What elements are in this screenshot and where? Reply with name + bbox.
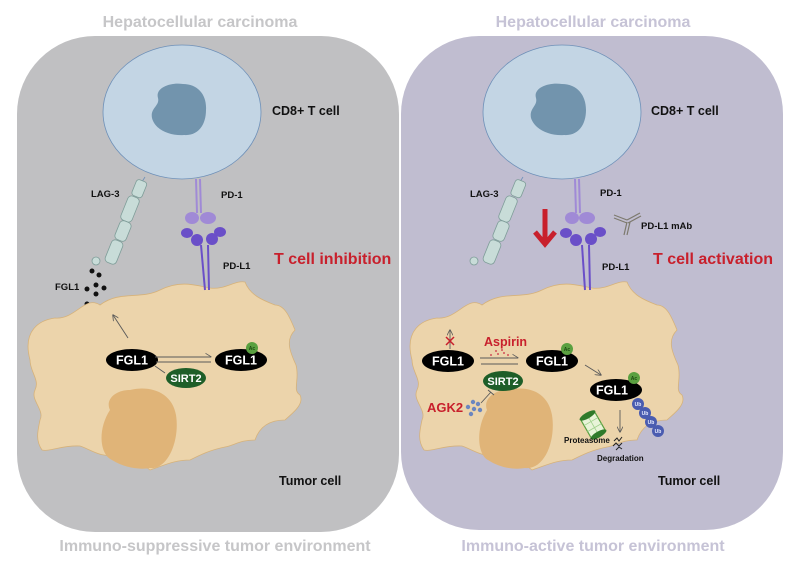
left-tumor-cell-label: Tumor cell <box>279 474 341 488</box>
right-t-cell-label: CD8+ T cell <box>651 104 719 118</box>
red-down-arrow-icon <box>533 209 557 248</box>
right-tumor-nucleus <box>479 388 553 469</box>
right-title: Hepatocellular carcinoma <box>496 14 691 31</box>
right-panel: Hepatocellular carcinoma CD8+ T cell LAG… <box>401 14 783 555</box>
left-pdl1-label: PD-L1 <box>223 261 251 272</box>
aspirin-label: Aspirin <box>484 335 527 349</box>
right-pdl1-label: PD-L1 <box>602 262 630 273</box>
right-sirt2-pill <box>483 371 523 391</box>
left-sirt2-label: SIRT2 <box>170 373 201 385</box>
right-pd1-label: PD-1 <box>600 188 622 199</box>
left-ac-badge <box>246 342 258 354</box>
ub-label: Ub <box>648 420 655 426</box>
left-lag3-label: LAG-3 <box>91 189 120 200</box>
aspirin-dots <box>490 349 509 356</box>
right-lag3-receptor <box>469 176 527 266</box>
right-lag3-label: LAG-3 <box>470 189 499 200</box>
left-t-cell-nucleus <box>151 83 207 136</box>
left-t-cell-label: CD8+ T cell <box>272 104 340 118</box>
left-fgl1-pill <box>106 349 158 371</box>
proteasome-icon <box>579 410 607 440</box>
left-ac-label: Ac <box>249 346 256 352</box>
right-footer: Immuno-active tumor environment <box>461 538 725 555</box>
right-ac-badge-2 <box>628 372 640 384</box>
agk2-molecules <box>465 399 483 417</box>
left-fgl1-ac-pill <box>215 349 267 371</box>
left-lag3-receptor <box>91 176 148 266</box>
right-ac-badge-1 <box>561 343 573 355</box>
proteasome-label: Proteasome <box>564 436 610 445</box>
ub-label: Ub <box>642 411 649 417</box>
left-secretion-arrow <box>113 315 129 339</box>
left-sirt2-pill <box>166 368 206 388</box>
left-pdl1-ligand <box>181 227 226 291</box>
blocked-secretion-arrow <box>445 330 455 349</box>
left-pd1-receptor <box>185 178 216 224</box>
left-fgl1-label: FGL1 <box>116 354 148 368</box>
left-outcome-label: T cell inhibition <box>274 251 391 268</box>
right-pdl1-ligand <box>560 227 606 291</box>
right-ac-label-2: Ac <box>631 376 638 382</box>
pdl1-antibody-icon <box>613 212 642 236</box>
right-fgl1-ub-pill <box>590 379 642 401</box>
ubiquitin-chain: Ub Ub Ub Ub <box>632 398 664 437</box>
degradation-label: Degradation <box>597 454 644 463</box>
ubiquitination-arrow <box>584 364 601 375</box>
agk2-inhibition <box>480 389 495 404</box>
left-sirt2-arrow <box>154 365 166 374</box>
degraded-fragments-icon <box>612 436 623 451</box>
right-ac-label-1: Ac <box>564 347 571 353</box>
right-antibody-label: PD-L1 mAb <box>641 221 692 232</box>
left-pd1-label: PD-1 <box>221 190 243 201</box>
right-tumor-cell-label: Tumor cell <box>658 474 720 488</box>
right-pd1-receptor <box>565 178 595 224</box>
right-fgl1-label: FGL1 <box>432 355 464 369</box>
right-fgl1-ac-pill <box>526 350 578 372</box>
agk2-label: AGK2 <box>427 400 463 415</box>
left-fgl1-secreted-label: FGL1 <box>55 282 80 293</box>
right-fgl1-ub-label: FGL1 <box>596 384 628 398</box>
right-fgl1-ac-label: FGL1 <box>536 355 568 369</box>
left-panel: Hepatocellular carcinoma CD8+ T cell LAG… <box>17 14 399 555</box>
right-outcome-label: T cell activation <box>653 251 773 268</box>
right-fgl1-pill <box>422 350 474 372</box>
left-footer: Immuno-suppressive tumor environment <box>59 538 371 555</box>
left-fgl1-ac-label: FGL1 <box>225 354 257 368</box>
left-title: Hepatocellular carcinoma <box>103 14 298 31</box>
right-sirt2-label: SIRT2 <box>487 376 518 388</box>
ub-label: Ub <box>655 429 662 435</box>
right-t-cell-nucleus <box>530 83 586 136</box>
left-tumor-nucleus <box>101 388 177 469</box>
ub-label: Ub <box>635 402 642 408</box>
